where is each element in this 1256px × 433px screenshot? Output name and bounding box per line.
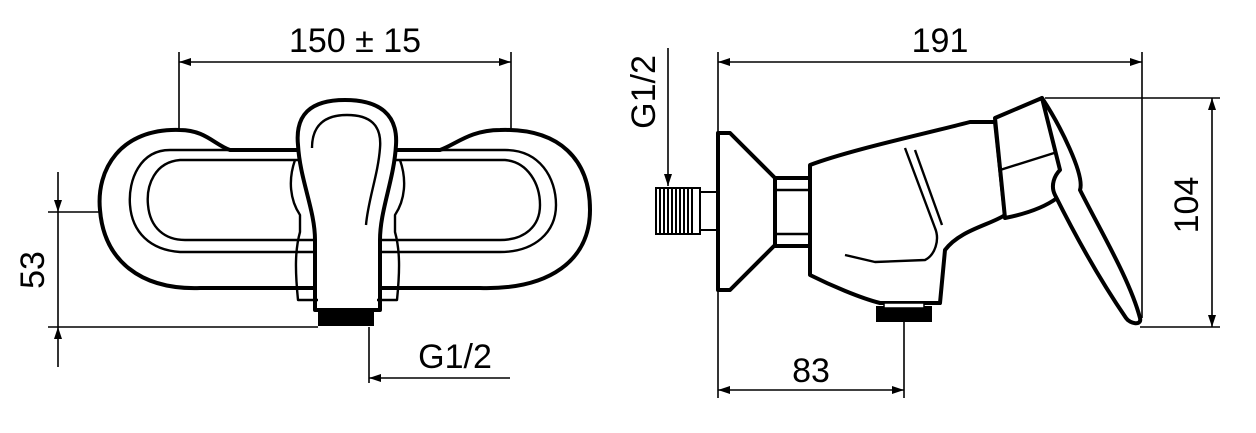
dim-side-thread-in: G1/2	[625, 55, 663, 129]
side-flange	[716, 131, 777, 292]
side-body-facet	[844, 147, 939, 264]
side-view: 191 104 G1/2 83	[625, 22, 1220, 398]
side-inlet-thread	[655, 187, 719, 235]
side-outlet-thread	[876, 306, 932, 322]
front-inner-plate	[128, 148, 558, 254]
front-collar-right	[377, 159, 406, 302]
front-lever-inner	[310, 113, 382, 226]
front-view: 150 ± 15 53 G1/2	[14, 22, 592, 383]
front-lever-handle	[295, 98, 399, 312]
dim-front-width: 150 ± 15	[289, 22, 421, 60]
side-union-nut	[773, 176, 812, 248]
front-collar-left	[289, 159, 318, 302]
dim-side-outlet-offset: 83	[792, 352, 830, 390]
front-inner-plate-edge	[146, 158, 542, 242]
dim-side-height: 104	[1168, 177, 1206, 234]
dim-front-height: 53	[14, 251, 52, 289]
side-lever	[1040, 96, 1143, 326]
front-outlet-thread	[318, 310, 374, 326]
side-body-facet-2	[913, 149, 944, 226]
dim-front-thread: G1/2	[418, 338, 492, 376]
dim-side-length: 191	[912, 22, 969, 60]
side-main-body	[808, 120, 1007, 305]
